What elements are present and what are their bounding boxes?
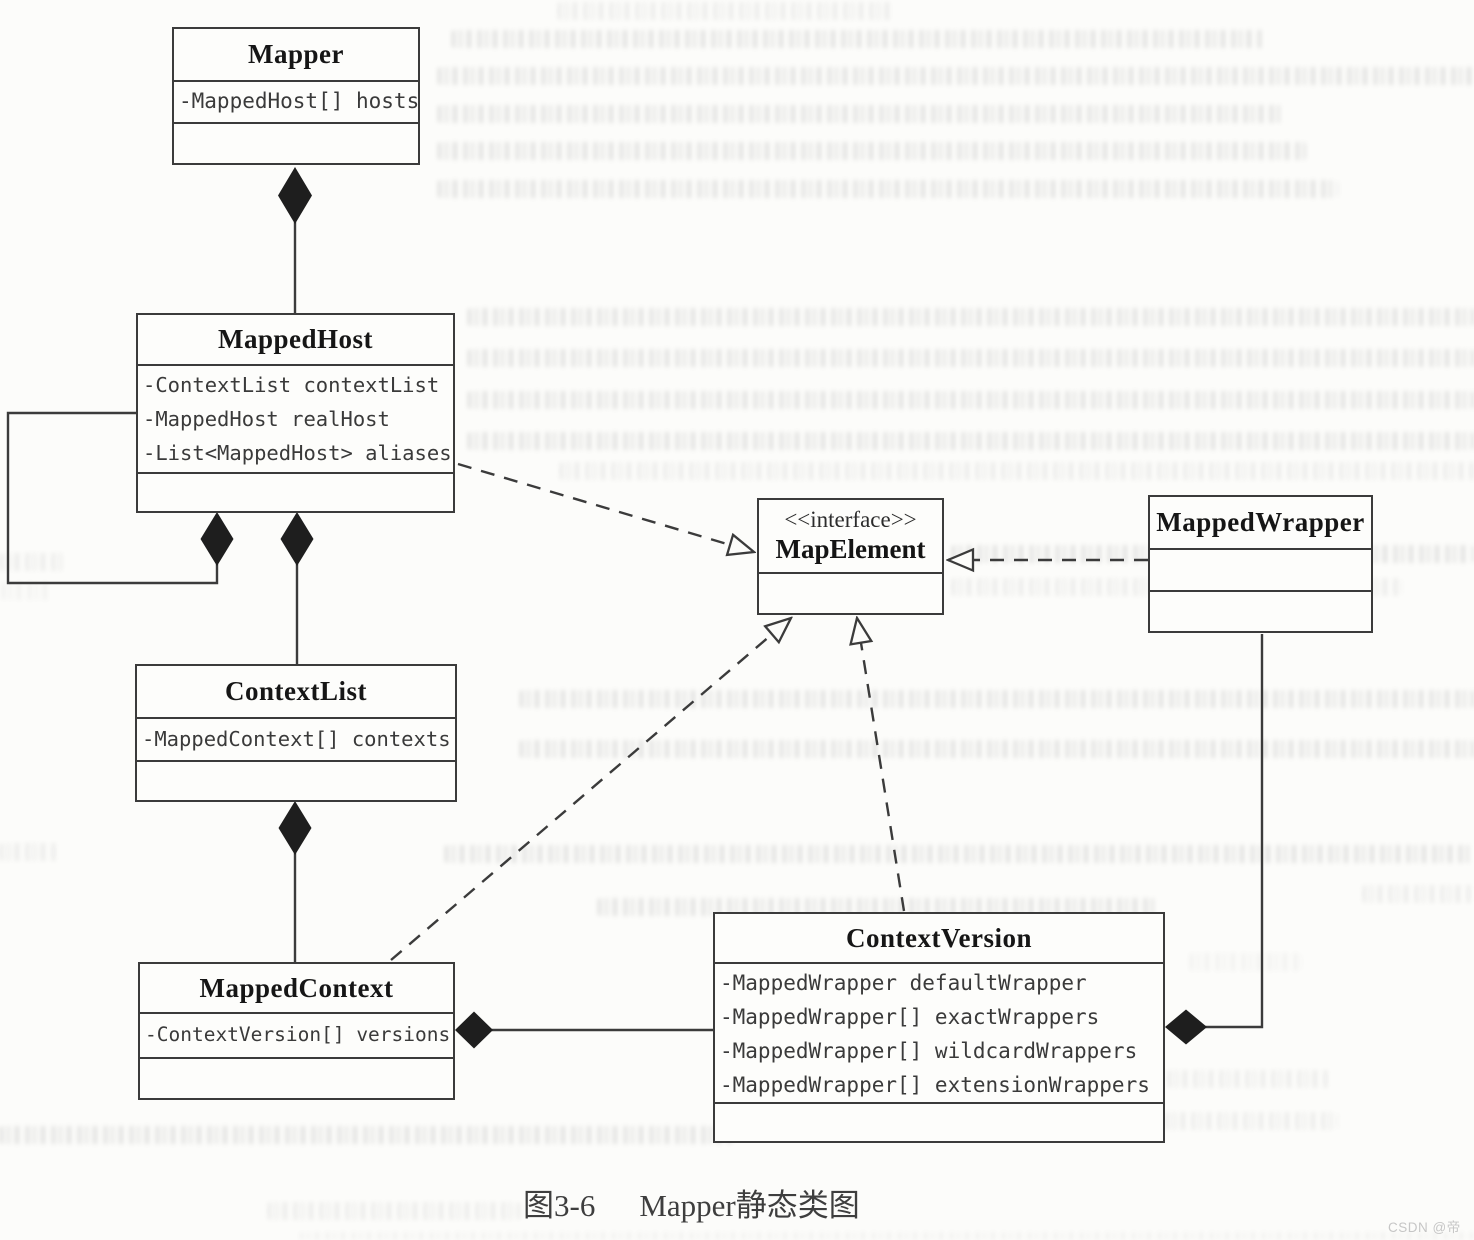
class-attribute: -MappedWrapper defaultWrapper bbox=[720, 971, 1087, 995]
background-text-artifact bbox=[445, 845, 1474, 863]
background-text-artifact bbox=[452, 30, 1264, 48]
class-attributes-compartment: -MappedContext[] contexts bbox=[137, 717, 455, 760]
class-empty-compartment bbox=[137, 760, 455, 800]
class-name: MappedHost bbox=[217, 324, 374, 354]
class-empty-compartment bbox=[759, 572, 942, 613]
class-name: MappedContext bbox=[199, 972, 394, 1003]
composition-diamond-icon bbox=[200, 512, 234, 566]
background-text-artifact bbox=[1363, 885, 1474, 903]
class-title: ContextList bbox=[137, 666, 455, 717]
background-text-artifact bbox=[1168, 1070, 1330, 1088]
class-name: ContextList bbox=[225, 676, 367, 706]
background-text-artifact bbox=[468, 308, 1474, 326]
background-text-artifact bbox=[300, 1232, 1474, 1240]
class-box-mappedwrapper: MappedWrapper bbox=[1148, 495, 1373, 633]
background-text-artifact bbox=[520, 740, 1474, 758]
class-name: Mapper bbox=[248, 39, 344, 69]
class-empty-compartment bbox=[715, 1102, 1163, 1141]
background-text-artifact bbox=[520, 690, 1474, 708]
class-attributes-compartment: -ContextVersion[] versions bbox=[140, 1012, 453, 1057]
background-text-artifact bbox=[1190, 953, 1302, 971]
class-title: ContextVersion bbox=[715, 914, 1163, 962]
class-empty-compartment bbox=[138, 472, 453, 511]
class-title: MappedHost bbox=[138, 315, 453, 364]
class-box-mapelement: <<interface>> MapElement bbox=[757, 498, 944, 615]
background-text-artifact bbox=[0, 553, 66, 571]
class-box-contextversion: ContextVersion -MappedWrapper defaultWra… bbox=[713, 912, 1165, 1143]
background-text-artifact bbox=[468, 349, 1474, 367]
class-attribute: -MappedContext[] contexts bbox=[142, 727, 451, 751]
composition-diamond-icon bbox=[455, 1011, 493, 1049]
realization-arrow-contextversion-mapelement bbox=[857, 618, 906, 912]
composition-diamond-icon bbox=[278, 801, 312, 855]
interface-stereotype: <<interface>> bbox=[784, 507, 917, 533]
class-attributes-compartment: -MappedHost[] hosts bbox=[174, 80, 418, 122]
background-text-artifact bbox=[558, 2, 893, 20]
figure-caption: 图3-6 Mapper静态类图 bbox=[523, 1180, 860, 1225]
background-text-artifact bbox=[560, 462, 1474, 480]
class-name: MapElement bbox=[775, 533, 926, 564]
background-text-artifact bbox=[438, 180, 1338, 198]
composition-line-mappedhost-self-loop bbox=[6, 411, 219, 585]
background-text-artifact bbox=[0, 1126, 732, 1144]
class-box-mappedcontext: MappedContext -ContextVersion[] versions bbox=[138, 962, 455, 1100]
background-text-artifact bbox=[438, 67, 1474, 85]
class-attribute: -MappedWrapper[] extensionWrappers bbox=[720, 1073, 1150, 1097]
class-attribute: -MappedHost realHost bbox=[143, 407, 390, 431]
background-text-artifact bbox=[0, 843, 58, 861]
class-box-mappedhost: MappedHost -ContextList contextList -Map… bbox=[136, 313, 455, 513]
class-title: MappedWrapper bbox=[1150, 497, 1371, 548]
class-attributes-compartment: -MappedWrapper defaultWrapper -MappedWra… bbox=[715, 962, 1163, 1102]
background-text-artifact bbox=[1166, 1112, 1338, 1130]
class-attribute: -List<MappedHost> aliases bbox=[143, 441, 452, 465]
background-text-artifact bbox=[468, 391, 1474, 409]
background-text-artifact bbox=[438, 105, 1283, 123]
class-empty-compartment bbox=[1150, 548, 1371, 590]
figure-caption-title: Mapper静态类图 bbox=[639, 1188, 860, 1223]
class-title: Mapper bbox=[174, 29, 418, 80]
composition-diamond-icon bbox=[1165, 1009, 1207, 1045]
class-attribute: -MappedWrapper[] wildcardWrappers bbox=[720, 1039, 1138, 1063]
background-text-artifact bbox=[598, 898, 1155, 916]
class-empty-compartment bbox=[140, 1057, 453, 1098]
class-empty-compartment bbox=[1150, 590, 1371, 631]
composition-diamond-icon bbox=[278, 167, 312, 224]
realization-arrow-mappedhost-mapelement bbox=[457, 462, 754, 552]
class-empty-compartment bbox=[174, 122, 418, 163]
background-text-artifact bbox=[468, 432, 1474, 450]
class-attribute: -MappedWrapper[] exactWrappers bbox=[720, 1005, 1100, 1029]
composition-diamond-icon bbox=[280, 512, 314, 566]
realization-arrow-mappedcontext-mapelement bbox=[390, 618, 791, 961]
background-text-artifact bbox=[2, 582, 52, 600]
class-box-contextlist: ContextList -MappedContext[] contexts bbox=[135, 664, 457, 802]
figure-caption-number: 图3-6 bbox=[523, 1188, 596, 1223]
class-title: <<interface>> MapElement bbox=[759, 500, 942, 572]
class-attribute: -ContextList contextList bbox=[143, 373, 440, 397]
class-attribute: -MappedHost[] hosts bbox=[179, 89, 418, 113]
composition-line-contextversion-mappedwrapper bbox=[1205, 634, 1264, 1029]
class-name: MappedWrapper bbox=[1156, 507, 1365, 537]
class-attributes-compartment: -ContextList contextList -MappedHost rea… bbox=[138, 364, 453, 472]
class-name: ContextVersion bbox=[846, 922, 1032, 953]
class-attribute: -ContextVersion[] versions bbox=[145, 1023, 451, 1046]
background-text-artifact bbox=[438, 142, 1306, 160]
watermark-text: CSDN @帝燹 bbox=[1388, 1220, 1461, 1235]
class-title: MappedContext bbox=[140, 964, 453, 1012]
background-text-artifact bbox=[268, 1202, 520, 1220]
class-box-mapper: Mapper -MappedHost[] hosts bbox=[172, 27, 420, 165]
